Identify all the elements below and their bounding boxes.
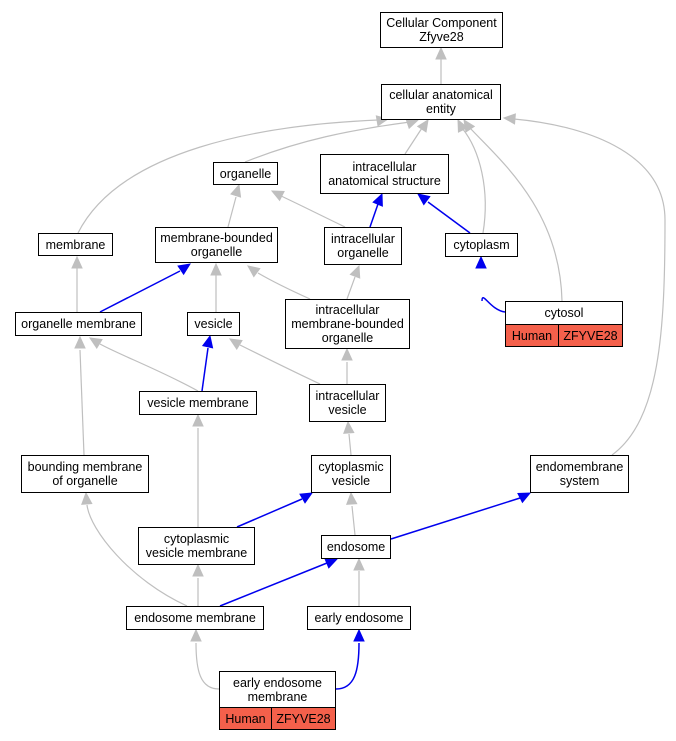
arrowhead-io-to-ias [372, 192, 383, 207]
edge-endosome-to-ems [390, 497, 521, 540]
cytosol-gene-tag: ZFYVE28 [559, 325, 622, 346]
arrowhead-bmo-to-om [74, 335, 86, 349]
edge-eem-to-ee [335, 642, 360, 690]
edge-cv-to-iv [348, 433, 352, 456]
edge-mbo-to-organelle [227, 196, 237, 228]
edge-endomembrane-to-cae [513, 118, 666, 456]
edge-cytoplasm-to-ias [427, 201, 471, 234]
arrowhead-cytosol-to-cae [463, 118, 476, 133]
edge-organelle-to-cae [244, 121, 411, 163]
node-early-endosome-membrane[interactable]: early endosome membrane Human ZFYVE28 [219, 671, 336, 730]
node-early-endosome-membrane-label: early endosome membrane [233, 675, 322, 704]
arrowhead-imbo-to-mbo [247, 265, 261, 278]
arrowhead-cytosol-to-cytoplasm [475, 255, 487, 269]
arrowhead-em-to-cvm [192, 563, 204, 577]
edge-membrane-to-cae [77, 119, 379, 234]
edge-eem-to-em [195, 642, 220, 690]
arrowhead-cytoplasm-to-ias [417, 193, 431, 206]
arrowhead-cvm-to-cv [299, 492, 314, 504]
node-cytoplasmic-vesicle-membrane[interactable]: cytoplasmic vesicle membrane [138, 527, 255, 565]
node-cytoplasmic-vesicle[interactable]: cytoplasmic vesicle [311, 455, 391, 493]
arrowhead-om-to-mbo [177, 263, 192, 276]
arrowhead-cytoplasm-to-cae [457, 118, 469, 133]
arrowhead-vesicle-to-mbo [210, 262, 222, 276]
arrowhead-endosome-to-cv [346, 491, 358, 505]
edge-cytosol-to-cytoplasm [481, 297, 506, 313]
node-intracellular-organelle[interactable]: intracellular organelle [324, 227, 402, 265]
edge-io-to-ias [369, 203, 379, 228]
arrowhead-om-to-membrane [71, 255, 83, 269]
edge-om-to-mbo [99, 270, 181, 313]
edge-io-to-organelle [280, 195, 346, 228]
arrowhead-cv-to-iv [343, 420, 355, 434]
node-early-endosome[interactable]: early endosome [307, 606, 411, 630]
node-endosome-membrane[interactable]: endosome membrane [126, 606, 264, 630]
node-intracellular-anatomical-structure[interactable]: intracellular anatomical structure [320, 154, 449, 194]
node-endomembrane-system[interactable]: endomembrane system [530, 455, 629, 493]
edge-imbo-to-mbo [257, 272, 311, 300]
node-membrane-bounded-organelle[interactable]: membrane-bounded organelle [155, 227, 278, 263]
node-intracellular-vesicle[interactable]: intracellular vesicle [309, 384, 386, 422]
arrowhead-eem-to-em [190, 628, 202, 642]
node-membrane[interactable]: membrane [38, 233, 113, 256]
arrowhead-vm-to-vesicle [201, 334, 214, 349]
arrowhead-cvm-to-vm [192, 413, 204, 427]
edge-em-to-bmo [86, 504, 188, 607]
early-endosome-membrane-species-tag: Human [220, 708, 272, 729]
edge-vm-to-om [99, 343, 199, 392]
edge-cytoplasm-to-cae [461, 127, 486, 234]
cytosol-annotation-row: Human ZFYVE28 [506, 324, 622, 346]
edge-em-to-endosome [219, 562, 328, 607]
edge-iv-to-vesicle [239, 344, 321, 385]
edge-imbo-to-io [346, 276, 356, 300]
arrowhead-endomembrane-to-cae [502, 113, 516, 125]
arrowhead-endosome-to-ems [517, 492, 532, 504]
arrowhead-ee-to-endosome [353, 557, 365, 571]
node-vesicle[interactable]: vesicle [187, 312, 240, 336]
arrowhead-em-to-bmo [81, 491, 93, 505]
edge-cytosol-to-cae [469, 127, 563, 302]
arrowhead-ias-to-cae [416, 118, 429, 133]
arrowhead-em-to-endosome [324, 558, 339, 569]
arrowhead-vm-to-om [88, 337, 103, 349]
cytosol-species-tag: Human [506, 325, 559, 346]
node-endosome[interactable]: endosome [321, 535, 391, 559]
node-cellular-component-zfyve28[interactable]: Cellular Component Zfyve28 [380, 12, 503, 48]
node-bounding-membrane-of-organelle[interactable]: bounding membrane of organelle [21, 455, 149, 493]
arrowhead-cae-to-cc [435, 46, 447, 60]
node-cellular-anatomical-entity[interactable]: cellular anatomical entity [381, 84, 501, 120]
arrowhead-imbo-to-io [349, 264, 361, 279]
node-organelle[interactable]: organelle [213, 162, 278, 185]
node-organelle-membrane[interactable]: organelle membrane [15, 312, 142, 336]
node-vesicle-membrane[interactable]: vesicle membrane [139, 391, 257, 415]
node-cytosol-label: cytosol [544, 306, 584, 320]
arrowhead-eem-to-ee [353, 628, 365, 642]
arrowhead-io-to-organelle [270, 190, 285, 202]
arrowhead-organelle-to-cae [405, 118, 420, 130]
node-intracellular-membrane-bounded-organelle[interactable]: intracellular membrane-bounded organelle [285, 299, 410, 349]
edge-endosome-to-cv [351, 505, 356, 536]
edge-ias-to-cae [404, 127, 423, 155]
arrowhead-iv-to-imbo [341, 347, 353, 361]
edge-vm-to-vesicle [201, 347, 209, 392]
node-cytosol[interactable]: cytosol Human ZFYVE28 [505, 301, 623, 347]
early-endosome-membrane-annotation-row: Human ZFYVE28 [220, 707, 335, 729]
edge-bmo-to-om [79, 349, 85, 456]
arrowhead-mbo-to-organelle [230, 183, 242, 198]
early-endosome-membrane-gene-tag: ZFYVE28 [272, 708, 335, 729]
arrowhead-iv-to-vesicle [228, 338, 243, 350]
edge-cvm-to-cv [236, 498, 303, 528]
node-cytoplasm[interactable]: cytoplasm [445, 233, 518, 257]
